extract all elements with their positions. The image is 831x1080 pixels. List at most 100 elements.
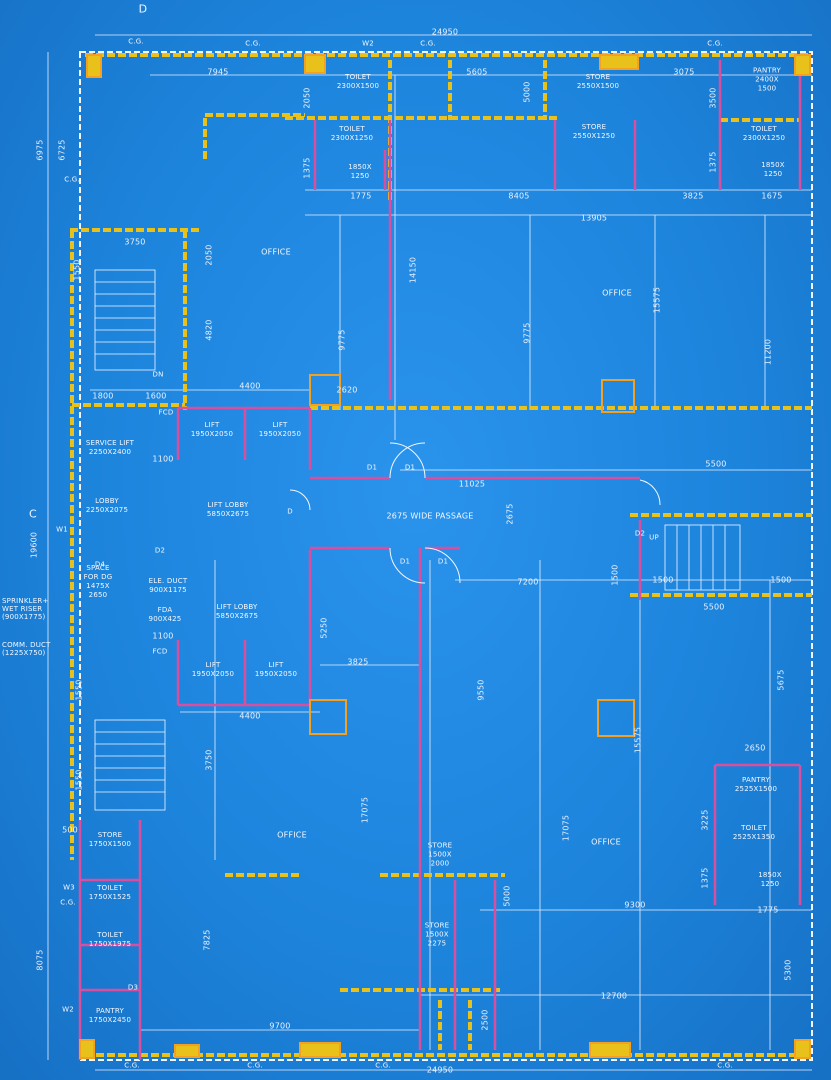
dimension: 8405 bbox=[508, 191, 530, 201]
stair-dn-tag: DN bbox=[152, 370, 164, 379]
dimension: 1675 bbox=[761, 191, 783, 201]
dimension: 2620 bbox=[336, 385, 358, 395]
dimension: 1100 bbox=[152, 454, 174, 464]
dimension: 1500 bbox=[770, 575, 792, 585]
dimension: 7200 bbox=[517, 577, 539, 587]
dim-left-top: 6975 bbox=[35, 139, 45, 161]
dim-left-inner: 6725 bbox=[57, 139, 67, 161]
room-store: STORE 2550X1250 bbox=[572, 123, 616, 140]
dimension: 1550 bbox=[72, 259, 82, 281]
window-tag: W1 bbox=[56, 525, 68, 534]
walls-yellow bbox=[70, 53, 812, 1057]
dimension: 3825 bbox=[347, 657, 369, 667]
room-office: OFFICE bbox=[277, 830, 307, 840]
room-office: OFFICE bbox=[591, 837, 621, 847]
dimension: 3750 bbox=[204, 749, 214, 771]
dimension: 15575 bbox=[633, 726, 643, 754]
dimension: 5675 bbox=[776, 669, 786, 691]
dimension: 1375 bbox=[708, 151, 718, 173]
room-store: STORE 1500X 2275 bbox=[424, 921, 450, 948]
room-store: STORE 2550X1500 bbox=[576, 73, 620, 90]
dimension: 2650 bbox=[744, 743, 766, 753]
grid-label: C.G. bbox=[717, 1061, 733, 1070]
dimension: 12700 bbox=[600, 991, 628, 1001]
dimension: 3500 bbox=[708, 87, 718, 109]
room-toilet: TOILET 2300X1250 bbox=[330, 125, 374, 142]
dimension: 9700 bbox=[269, 1021, 291, 1031]
grid-label: C.G. bbox=[420, 39, 436, 48]
dim-left-mid: 19600 bbox=[29, 531, 39, 559]
dim-left-bottom: 8075 bbox=[35, 949, 45, 971]
dimension: 5000 bbox=[502, 885, 512, 907]
room-toilet: TOILET 1750X1975 bbox=[88, 931, 132, 948]
dimension: 11025 bbox=[458, 479, 486, 489]
dimension: 9550 bbox=[476, 679, 486, 701]
window-tag: W2 bbox=[362, 39, 374, 48]
dimension: 1775 bbox=[350, 191, 372, 201]
room-fda: FDA 900X425 bbox=[148, 606, 182, 623]
dimension: 1375 bbox=[700, 867, 710, 889]
dimension: 3825 bbox=[682, 191, 704, 201]
door-tag: D4 bbox=[94, 560, 106, 569]
dimension: 2050 bbox=[302, 87, 312, 109]
dimension: 9775 bbox=[337, 329, 347, 351]
room-ele-duct: ELE. DUCT 900X1175 bbox=[148, 577, 188, 594]
dimension: 9300 bbox=[624, 900, 646, 910]
dimension: 3225 bbox=[700, 809, 710, 831]
door-swings bbox=[289, 442, 661, 584]
dimension: 11200 bbox=[763, 338, 773, 366]
room-lobby: LOBBY 2250X2075 bbox=[85, 497, 129, 514]
room-lift: LIFT 1950X2050 bbox=[254, 661, 298, 678]
room-toilet: 1850X 1250 bbox=[348, 163, 372, 180]
dim-top-overall: 24950 bbox=[431, 27, 459, 37]
grid-label: C.G. bbox=[707, 39, 723, 48]
room-lift-lobby: LIFT LOBBY 5850X2675 bbox=[215, 603, 259, 620]
dimension: 1500 bbox=[652, 575, 674, 585]
door-tag: D1 bbox=[399, 557, 411, 566]
dimension: 5500 bbox=[703, 602, 725, 612]
dimension: 1775 bbox=[757, 905, 779, 915]
dimension: 5500 bbox=[705, 459, 727, 469]
dimension: 5000 bbox=[522, 81, 532, 103]
door-tag: D2 bbox=[154, 546, 166, 555]
room-pantry: PANTRY 2400X 1500 bbox=[753, 66, 781, 93]
dimension: 2675 bbox=[505, 503, 515, 525]
dimension: 5605 bbox=[466, 67, 488, 77]
grid-label: C.G. bbox=[60, 898, 76, 907]
dimension: 7825 bbox=[202, 929, 212, 951]
room-toilet: 1850X 1250 bbox=[761, 161, 785, 178]
room-lift: LIFT 1950X2050 bbox=[190, 421, 234, 438]
door-tag: D1 bbox=[366, 463, 378, 472]
dimension: 500 bbox=[62, 825, 78, 835]
room-office: OFFICE bbox=[261, 247, 291, 257]
door-tag: D1 bbox=[404, 463, 416, 472]
section-marker-top: D bbox=[138, 2, 148, 16]
room-dg-space: SPACE FOR DG 1475X 2650 bbox=[83, 564, 113, 599]
grid-label: C.G. bbox=[375, 1061, 391, 1070]
dimension: 15575 bbox=[652, 286, 662, 314]
room-pantry: PANTRY 1750X2450 bbox=[88, 1007, 132, 1024]
dimension: 1600 bbox=[145, 391, 167, 401]
sprinkler-note: SPRINKLER+ WET RISER (900X1775) bbox=[2, 597, 49, 621]
dimension-lines bbox=[47, 34, 812, 1071]
room-toilet: TOILET 2525X1350 bbox=[732, 824, 776, 841]
outer-boundary bbox=[79, 51, 813, 1061]
door-tag: D2 bbox=[634, 529, 646, 538]
room-toilet: TOILET 1750X1525 bbox=[88, 884, 132, 901]
dimension: 5250 bbox=[319, 617, 329, 639]
dimension: 1500 bbox=[610, 564, 620, 586]
door-tag: D3 bbox=[127, 983, 139, 992]
door-tag: D bbox=[287, 507, 293, 516]
dimension: 14150 bbox=[408, 256, 418, 284]
dimension: 7945 bbox=[207, 67, 229, 77]
room-office: OFFICE bbox=[602, 288, 632, 298]
dimension: 3075 bbox=[673, 67, 695, 77]
dimension: 1550 bbox=[74, 679, 84, 701]
dimension: 3750 bbox=[124, 237, 146, 247]
stairs bbox=[94, 269, 741, 811]
grid-label: C.G. bbox=[247, 1061, 263, 1070]
grid-label: C.G. bbox=[245, 39, 261, 48]
dimension: 4820 bbox=[204, 319, 214, 341]
dimension: 2500 bbox=[480, 1009, 490, 1031]
dimension: 1100 bbox=[152, 631, 174, 641]
